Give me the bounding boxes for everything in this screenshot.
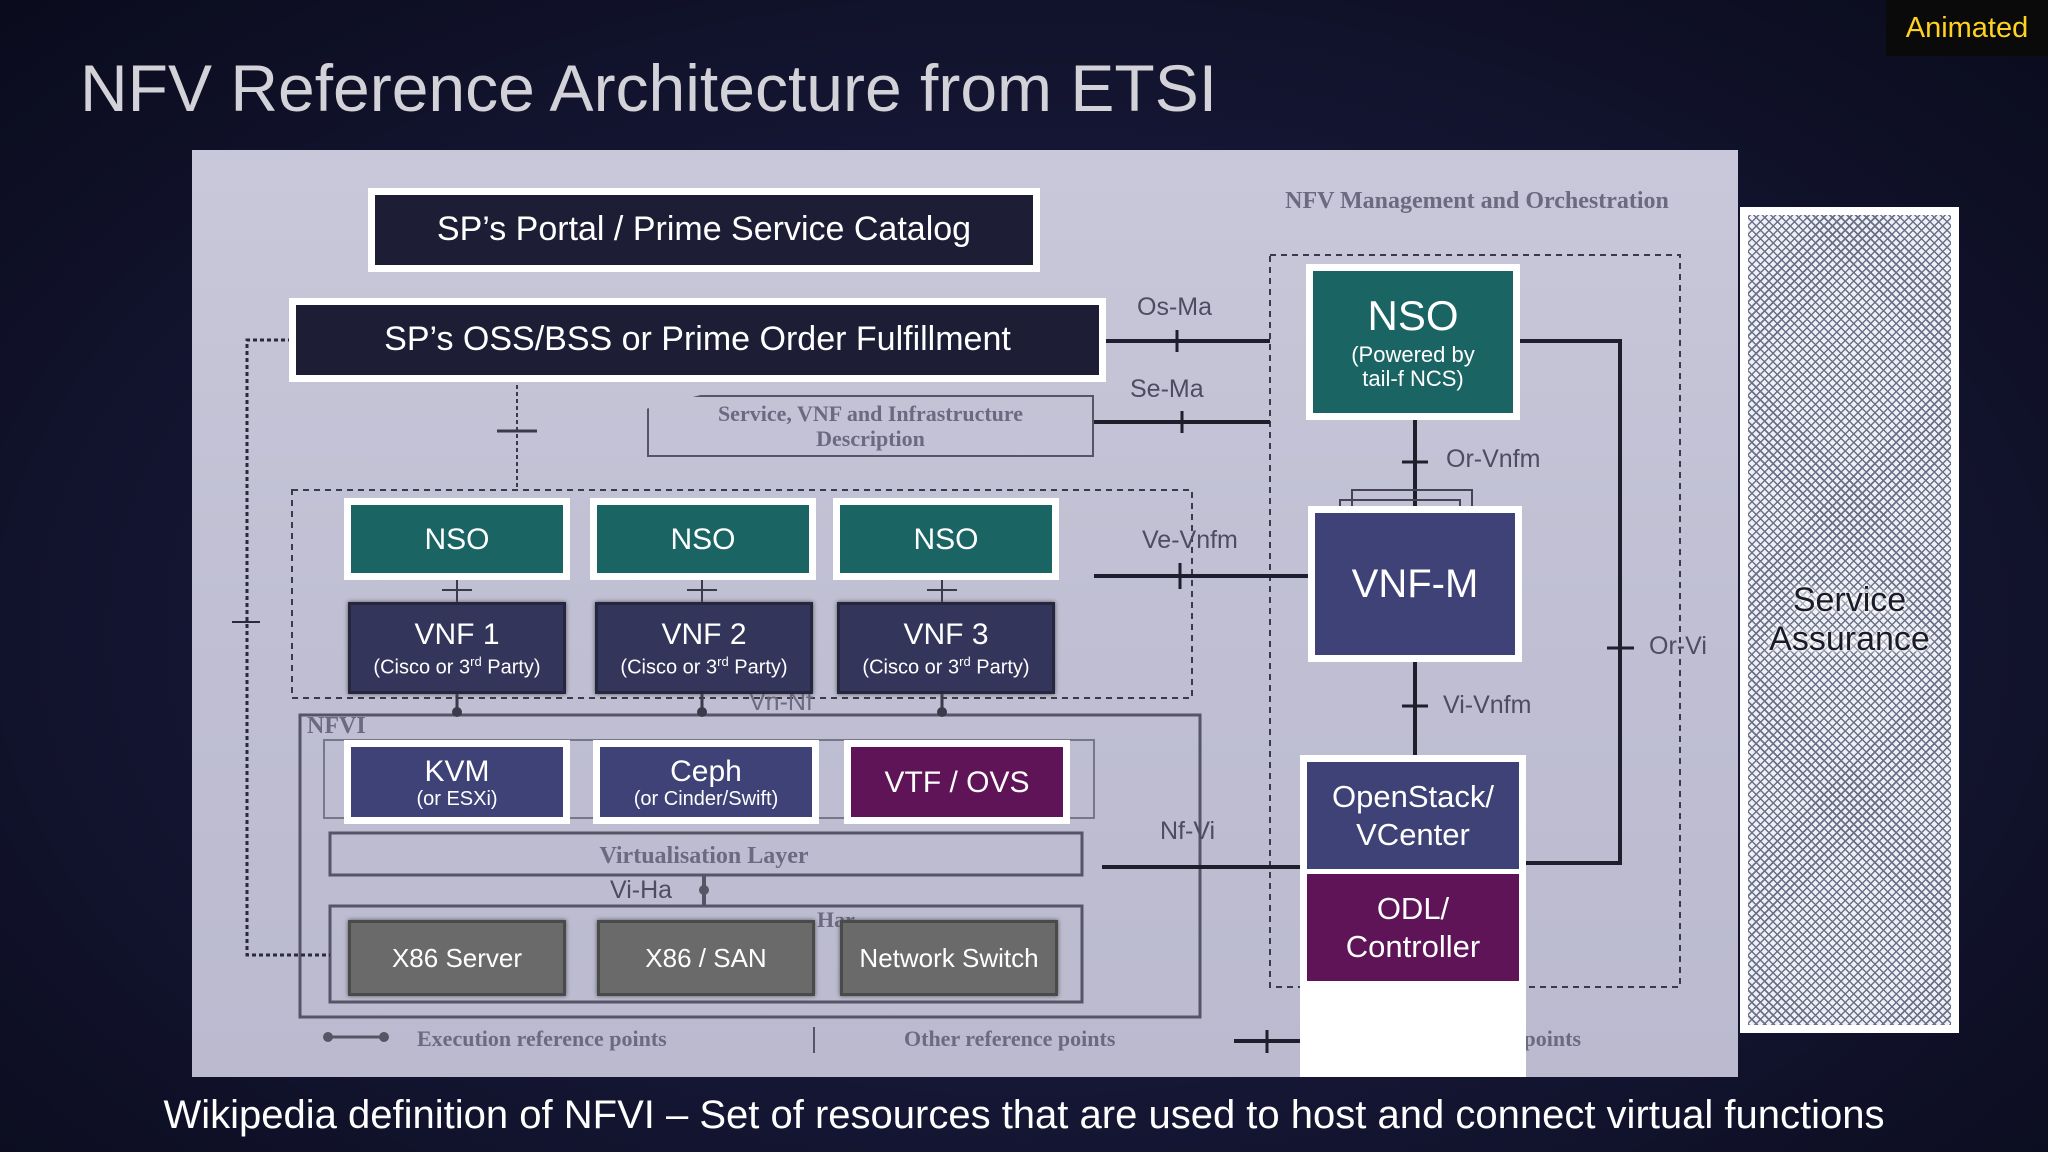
vtf-ovs-box: VTF / OVS	[844, 740, 1070, 824]
vi-ha-label: Vi-Ha	[610, 876, 673, 904]
or-vi-line	[1518, 341, 1620, 863]
nfv-architecture-diagram: NFV Management and Orchestration Service…	[192, 150, 1738, 1077]
se-ma-label: Se-Ma	[1130, 375, 1204, 403]
service-assurance-label: Service Assurance	[1769, 580, 1930, 658]
x86-san-box: X86 / SAN	[597, 920, 815, 996]
odl-controller-box: ODL/ Controller	[1307, 874, 1519, 981]
x86-server-box: X86 Server	[348, 920, 566, 996]
nso-label-1: NSO	[424, 522, 490, 556]
nso-box-1: NSO	[344, 498, 570, 580]
vnf-title-3: VNF 3	[903, 617, 989, 651]
service-description-box: Service, VNF and Infrastructure Descript…	[647, 395, 1094, 457]
oss-bss-box: SP’s OSS/BSS or Prime Order Fulfillment	[289, 298, 1106, 382]
mano-title: NFV Management and Orchestration	[1285, 188, 1669, 214]
ve-vnfm-label: Ve-Vnfm	[1142, 526, 1238, 554]
portal-box: SP’s Portal / Prime Service Catalog	[368, 188, 1040, 272]
vnf-sub-1a: (Cisco or 3	[373, 656, 471, 679]
os-ma-label: Os-Ma	[1137, 293, 1212, 321]
slide-title: NFV Reference Architecture from ETSI	[80, 51, 1218, 125]
legend-other: Other reference points	[904, 1026, 1116, 1051]
nso-main-title: NSO	[1367, 291, 1459, 339]
nso-main-sub: (Powered by tail-f NCS)	[1351, 341, 1475, 392]
kvm-sub: (or ESXi)	[416, 787, 498, 810]
or-vi-label: Or-Vi	[1649, 632, 1707, 660]
vtf-ovs-label: VTF / OVS	[884, 765, 1030, 799]
ceph-title: Ceph	[670, 754, 742, 788]
x86-san-label: X86 / SAN	[645, 942, 767, 973]
service-assurance-panel: Service Assurance	[1740, 207, 1959, 1033]
service-description-label: Service, VNF and Infrastructure Descript…	[717, 400, 1024, 451]
vnf-sup-3: rd	[959, 653, 971, 669]
network-switch-box: Network Switch	[840, 920, 1058, 996]
vnf-sub-2a: (Cisco or 3	[620, 656, 718, 679]
nfvi-label: NFVI	[307, 713, 366, 739]
virtualisation-layer-label: Virtualisation Layer	[599, 843, 809, 869]
vnf-box-2: VNF 2 (Cisco or 3rd Party)	[595, 602, 813, 694]
vnf-sub-3a: (Cisco or 3	[862, 656, 960, 679]
vnf-title-1: VNF 1	[414, 617, 500, 651]
ceph-sub: (or Cinder/Swift)	[633, 787, 779, 810]
network-switch-label: Network Switch	[859, 942, 1039, 973]
vnf-sub-3b: Party)	[970, 656, 1030, 679]
legend-execution: Execution reference points	[417, 1026, 667, 1051]
vnf-title-2: VNF 2	[661, 617, 747, 651]
kvm-title: KVM	[424, 754, 490, 788]
openstack-box: OpenStack/ VCenter	[1307, 762, 1519, 869]
vnf-sub-3: (Cisco or 3rd Party)	[862, 653, 1030, 679]
x86-server-label: X86 Server	[391, 942, 523, 973]
vnfm-label: VNF-M	[1351, 562, 1479, 606]
service-assurance-pattern: Service Assurance	[1748, 215, 1951, 1025]
vnf-box-1: VNF 1 (Cisco or 3rd Party)	[348, 602, 566, 694]
vnf-sub-1: (Cisco or 3rd Party)	[373, 653, 541, 679]
kvm-box: KVM (or ESXi)	[344, 740, 570, 824]
animated-badge: Animated	[1886, 0, 2048, 56]
oss-bss-label: SP’s OSS/BSS or Prime Order Fulfillment	[384, 320, 1011, 359]
vi-vnfm-label: Vi-Vnfm	[1443, 691, 1532, 719]
openstack-label: OpenStack/ VCenter	[1332, 779, 1494, 852]
vnf-dashed-box	[292, 490, 1192, 698]
portal-label: SP’s Portal / Prime Service Catalog	[436, 210, 972, 249]
vnf-box-3: VNF 3 (Cisco or 3rd Party)	[837, 602, 1055, 694]
ceph-box: Ceph (or Cinder/Swift)	[593, 740, 819, 824]
vnfm-box: VNF-M	[1308, 506, 1522, 662]
nso-main-box: NSO (Powered by tail-f NCS)	[1306, 264, 1520, 420]
vnf-sup-2: rd	[717, 653, 729, 669]
nso-box-3: NSO	[833, 498, 1059, 580]
nso-label-3: NSO	[913, 522, 979, 556]
execution-loop-line	[247, 340, 330, 955]
vnf-sup-1: rd	[470, 653, 482, 669]
nso-label-2: NSO	[670, 522, 736, 556]
odl-controller-label: ODL/ Controller	[1345, 891, 1481, 964]
nfvi-definition-caption: Wikipedia definition of NFVI – Set of re…	[163, 1093, 1885, 1137]
vnf-sub-2: (Cisco or 3rd Party)	[620, 653, 788, 679]
vnf-sub-1b: Party)	[481, 656, 541, 679]
nf-vi-label: Nf-Vi	[1160, 817, 1216, 845]
nso-box-2: NSO	[590, 498, 816, 580]
or-vnfm-label: Or-Vnfm	[1446, 445, 1541, 473]
vnf-sub-2b: Party)	[728, 656, 788, 679]
